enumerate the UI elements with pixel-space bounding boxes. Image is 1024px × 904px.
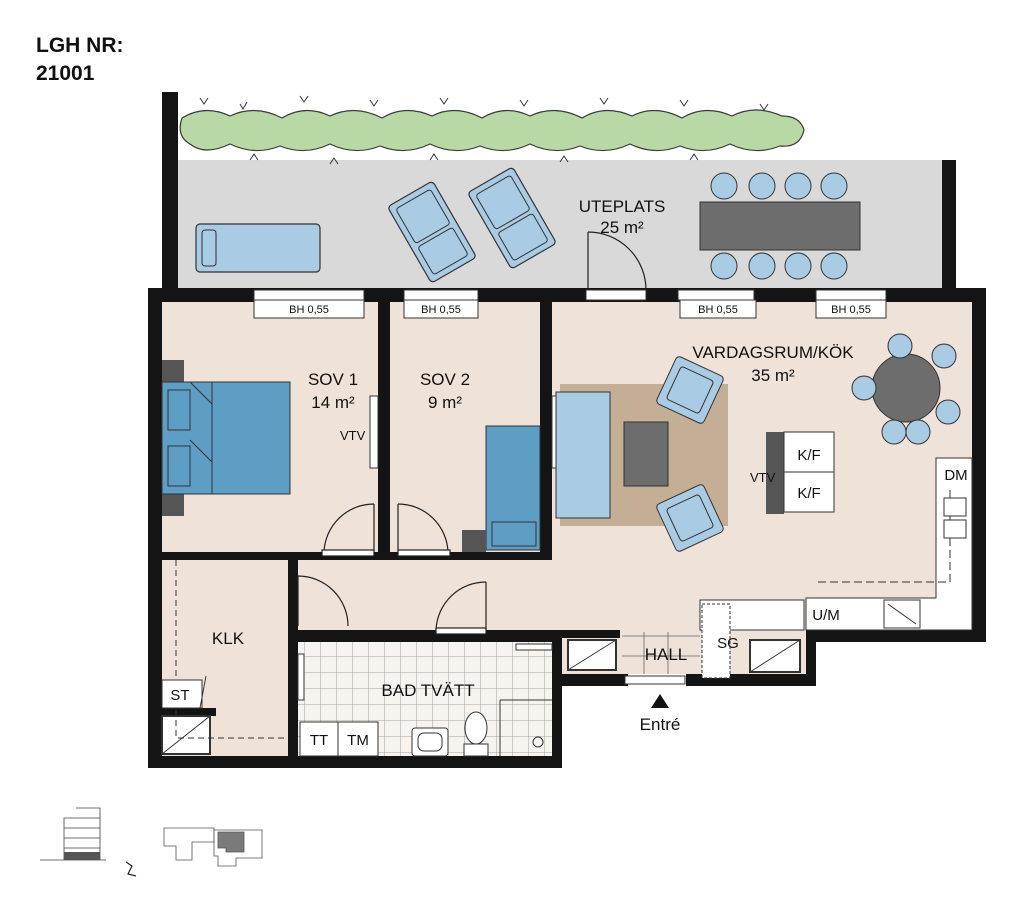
kitchen-counter bbox=[805, 457, 973, 631]
closet-dashline bbox=[175, 560, 288, 739]
svg-text:VTV: VTV bbox=[340, 428, 366, 443]
window-sill-height: BH 0,55 bbox=[421, 304, 461, 316]
bedroom2-name: SOV 2 bbox=[420, 370, 470, 389]
patio-name: UTEPLATS bbox=[579, 197, 666, 216]
storage-cabinet: ST bbox=[161, 675, 207, 709]
bedroom1-name: SOV 1 bbox=[308, 370, 358, 389]
armchair bbox=[656, 484, 724, 552]
window-sill-height: BH 0,55 bbox=[831, 304, 871, 316]
armchair bbox=[656, 356, 724, 424]
wardrobe: VTV bbox=[340, 395, 379, 469]
oven-microwave-label: U/M bbox=[812, 607, 840, 624]
hall-door[interactable] bbox=[297, 575, 349, 627]
svg-text:VTV: VTV bbox=[750, 470, 776, 485]
sun-lounger bbox=[195, 223, 321, 273]
bedroom1-door[interactable] bbox=[321, 503, 375, 557]
sink bbox=[411, 727, 449, 757]
toilet bbox=[463, 711, 489, 757]
window-sill-height: BH 0,55 bbox=[289, 304, 329, 316]
svg-text:TT: TT bbox=[310, 732, 328, 749]
tv-unit: VTV bbox=[750, 432, 784, 514]
apartment-number: 21001 bbox=[36, 62, 95, 85]
double-bed bbox=[161, 360, 291, 516]
entrance-label: Entré bbox=[640, 715, 681, 734]
bedroom2-area: 9 m² bbox=[428, 393, 462, 412]
svg-text:ST: ST bbox=[170, 687, 189, 704]
coffee-table bbox=[623, 421, 669, 487]
dishwasher-label: DM bbox=[944, 467, 967, 484]
patio-dining-table bbox=[699, 172, 861, 280]
hedge-plants bbox=[179, 95, 805, 165]
svg-text:TM: TM bbox=[347, 732, 369, 749]
bathroom-name: BAD TVÄTT bbox=[381, 681, 474, 700]
north-arrow-icon bbox=[125, 861, 137, 877]
hall-floor-tiles bbox=[622, 632, 700, 674]
bedroom2-door[interactable] bbox=[397, 503, 451, 557]
shower bbox=[499, 699, 552, 756]
fridge-freezer: K/F K/F bbox=[783, 431, 835, 513]
sofa bbox=[555, 391, 611, 519]
shoe-cabinet: SG bbox=[699, 599, 805, 679]
svg-text:K/F: K/F bbox=[797, 485, 820, 502]
floor bbox=[160, 300, 980, 760]
single-bed bbox=[462, 425, 541, 552]
closet-name: KLK bbox=[212, 629, 245, 648]
hall-name: HALL bbox=[645, 645, 688, 664]
building-elevation-keyplan bbox=[40, 807, 106, 861]
patio-door[interactable] bbox=[587, 231, 647, 291]
svg-text:SG: SG bbox=[717, 635, 739, 652]
shaft bbox=[161, 639, 801, 755]
apartment-number-label: LGH NR: bbox=[36, 34, 124, 57]
washing-machine: TT bbox=[299, 721, 339, 757]
tumble-dryer: TM bbox=[337, 721, 379, 757]
patio-armchair bbox=[388, 181, 476, 283]
living-room-name: VARDAGSRUM/KÖK bbox=[692, 343, 854, 362]
living-room-area: 35 m² bbox=[751, 366, 795, 385]
dining-table bbox=[851, 333, 961, 445]
towel-rail bbox=[297, 643, 553, 701]
svg-text:K/F: K/F bbox=[797, 447, 820, 464]
bathroom-door[interactable] bbox=[435, 581, 487, 635]
window-sill-height: BH 0,55 bbox=[698, 304, 738, 316]
site-plan-keyplan bbox=[163, 827, 263, 867]
bedroom1-area: 14 m² bbox=[311, 393, 355, 412]
patio-armchair bbox=[468, 167, 556, 269]
patio-area-label: 25 m² bbox=[600, 218, 644, 237]
entrance-arrow[interactable] bbox=[651, 694, 669, 708]
